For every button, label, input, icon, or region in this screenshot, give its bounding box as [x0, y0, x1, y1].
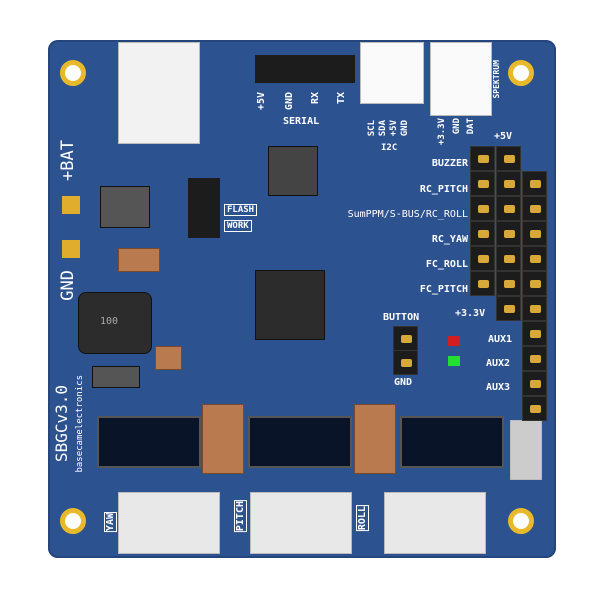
mounting-hole	[508, 508, 534, 534]
plus33v-label: +3.3V	[455, 308, 486, 319]
button-gnd-label: GND	[394, 377, 413, 388]
bat-label: +BAT	[58, 140, 78, 181]
serial-header	[255, 55, 355, 83]
header-pin[interactable]	[522, 196, 547, 221]
aux-label: AUX1	[488, 334, 513, 345]
capacitor	[202, 404, 244, 474]
header-pin[interactable]	[522, 271, 547, 296]
mcu-chip	[255, 270, 325, 340]
header-row-label: RC_YAW	[431, 234, 468, 245]
mounting-hole	[508, 60, 534, 86]
flash-work-switch[interactable]	[188, 178, 220, 238]
aux-label: AUX2	[486, 358, 511, 369]
serial-label: SERIAL	[283, 116, 320, 127]
header-pin[interactable]	[522, 296, 547, 321]
header-pin[interactable]	[522, 396, 547, 421]
header-pin[interactable]	[470, 196, 495, 221]
gnd-label: GND	[58, 270, 78, 301]
plus5v-label: +5V	[494, 131, 513, 142]
header-pin[interactable]	[522, 371, 547, 396]
spektrum-connector	[430, 42, 492, 116]
serial-pin-label: TX	[336, 92, 347, 105]
gnd-pad	[62, 240, 80, 258]
header-pin[interactable]	[470, 246, 495, 271]
driver-roll	[400, 416, 504, 468]
capacitor	[155, 346, 182, 370]
bat-pad	[62, 196, 80, 214]
i2c-pin-label: +5V	[389, 120, 399, 137]
mounting-hole	[60, 60, 86, 86]
serial-pin-label: GND	[284, 92, 295, 111]
motor-connector-roll	[384, 492, 486, 554]
serial-pin-label: RX	[310, 92, 321, 105]
header-pin[interactable]	[496, 246, 521, 271]
board-name: SBGCv3.0	[52, 385, 71, 463]
header-row-label: BUZZER	[431, 158, 468, 169]
capacitor	[354, 404, 396, 474]
header-pin[interactable]	[470, 271, 495, 296]
header-pin[interactable]	[496, 221, 521, 246]
header-row-label: FC_PITCH	[419, 284, 468, 295]
roll-label: ROLL	[356, 505, 369, 532]
header-pin[interactable]	[522, 321, 547, 346]
i2c-pin-label: GND	[400, 120, 410, 137]
spektrum-pin-label: +3.3V	[437, 118, 447, 146]
header-pin[interactable]	[522, 221, 547, 246]
i2c-pin-label: SDA	[378, 120, 388, 137]
driver-yaw	[97, 416, 201, 468]
header-pin[interactable]	[496, 296, 521, 321]
header-pin[interactable]	[470, 221, 495, 246]
header-pin[interactable]	[522, 246, 547, 271]
capacitor	[118, 248, 160, 272]
spektrum-pin-label: DAT	[466, 118, 476, 135]
button-label: BUTTON	[383, 312, 420, 323]
spektrum-label: SPEKTRUM	[492, 60, 501, 99]
header-pin[interactable]	[496, 171, 521, 196]
header-row-label: RC_PITCH	[419, 184, 468, 195]
led-green	[448, 356, 460, 366]
header-pin[interactable]	[470, 146, 495, 171]
motor-connector-yaw	[118, 492, 220, 554]
button-pin[interactable]	[393, 350, 418, 375]
diode	[92, 366, 140, 388]
led-red	[448, 336, 460, 346]
driver-pitch	[248, 416, 352, 468]
header-pin[interactable]	[496, 196, 521, 221]
flash-label: FLASH	[224, 204, 258, 216]
aux-label: AUX3	[486, 382, 511, 393]
spektrum-pin-label: GND	[452, 118, 462, 135]
usb-connector	[118, 42, 200, 144]
work-label: WORK	[224, 220, 252, 232]
button-pin[interactable]	[393, 326, 418, 351]
inductor-label: 100	[100, 316, 119, 327]
regulator-chip	[100, 186, 150, 228]
board-maker: basecamelectronics	[75, 375, 85, 473]
mounting-hole	[60, 508, 86, 534]
i2c-pin-label: SCL	[367, 120, 377, 137]
imu-chip	[268, 146, 318, 196]
pitch-label: PITCH	[234, 500, 247, 533]
header-pin[interactable]	[522, 171, 547, 196]
header-pin[interactable]	[522, 346, 547, 371]
header-pin[interactable]	[496, 146, 521, 171]
inductor	[78, 292, 152, 354]
i2c-label: I2C	[381, 143, 398, 153]
motor-connector-pitch	[250, 492, 352, 554]
i2c-connector	[360, 42, 424, 104]
button-switch[interactable]	[510, 420, 542, 480]
serial-pin-label: +5V	[256, 92, 267, 111]
header-row-label: SumPPM/S-BUS/RC_ROLL	[347, 209, 468, 220]
yaw-label: YAW	[104, 512, 117, 533]
header-row-label: FC_ROLL	[425, 259, 468, 270]
header-pin[interactable]	[470, 171, 495, 196]
header-pin[interactable]	[496, 271, 521, 296]
